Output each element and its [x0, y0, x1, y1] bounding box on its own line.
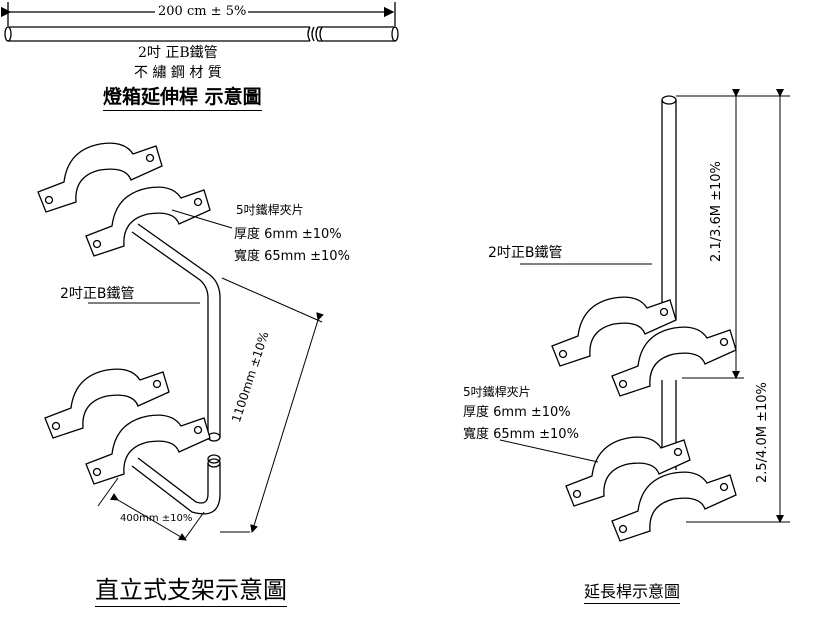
extension-pole [661, 95, 677, 470]
left-thickness-spec: 厚度 6mm ±10% [234, 227, 342, 242]
pipe-material-line2: 不 繡 鋼 材 質 [134, 65, 222, 81]
right-thickness-spec: 厚度 6mm ±10% [463, 405, 571, 420]
left-400-dimension: 400mm ±10% [120, 513, 193, 524]
top-pipe-drawing [0, 2, 399, 42]
right-width-spec: 寬度 65mm ±10% [463, 427, 579, 442]
left-caption: 直立式支架示意圖 [95, 576, 287, 607]
top-title: 燈箱延伸桿 示意圖 [103, 86, 262, 111]
left-bracket-drawing [37, 142, 324, 541]
right-clamp-label: 5吋鐵桿夾片 [463, 385, 531, 399]
right-pipe-label: 2吋正B鐵管 [488, 245, 563, 261]
right-caption: 延長桿示意圖 [584, 582, 681, 604]
pipe-upper [131, 223, 221, 442]
left-pipe-label: 2吋正B鐵管 [60, 286, 135, 302]
left-clamp-label: 5吋鐵桿夾片 [236, 203, 304, 217]
left-width-spec: 寬度 65mm ±10% [234, 249, 350, 264]
pipe-length-label: 200 cm ± 5% [156, 4, 249, 19]
pipe-material-line1: 2吋 正B鐵管 [138, 45, 218, 61]
upper-length-dimension: 2.1/3.6M ±10% [709, 161, 724, 262]
right-extension-drawing [499, 89, 790, 542]
lower-length-dimension: 2.5/4.0M ±10% [755, 382, 770, 483]
pipe-lower [131, 454, 221, 515]
